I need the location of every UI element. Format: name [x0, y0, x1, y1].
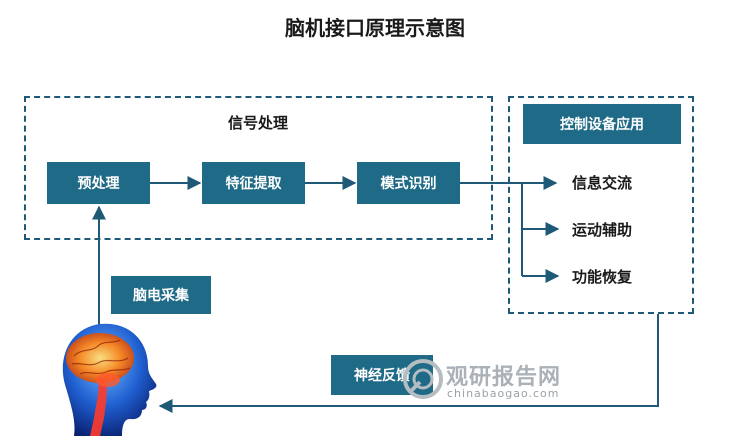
node-preprocess: 预处理: [47, 162, 150, 204]
brain-head-illustration: [62, 323, 157, 436]
node-eeg-acquisition: 脑电采集: [111, 276, 211, 314]
signal-processing-label: 信号处理: [228, 114, 289, 132]
watermark-logo-icon: [403, 359, 443, 399]
node-pattern-recognition: 模式识别: [357, 162, 460, 204]
device-application-box: [508, 96, 694, 314]
feedback-loop-line: [158, 314, 659, 413]
output-motor-assist: 运动辅助: [572, 221, 633, 239]
node-feature-extraction: 特征提取: [202, 162, 305, 204]
output-function-recovery: 功能恢复: [572, 268, 633, 286]
signal-processing-box: [24, 96, 493, 240]
node-control-device: 控制设备应用: [523, 104, 681, 144]
watermark-text: 观研报告网: [446, 365, 562, 390]
watermark-url: chinabaogao.com: [447, 387, 560, 400]
output-info-exchange: 信息交流: [572, 174, 633, 192]
diagram-title: 脑机接口原理示意图: [285, 16, 465, 40]
